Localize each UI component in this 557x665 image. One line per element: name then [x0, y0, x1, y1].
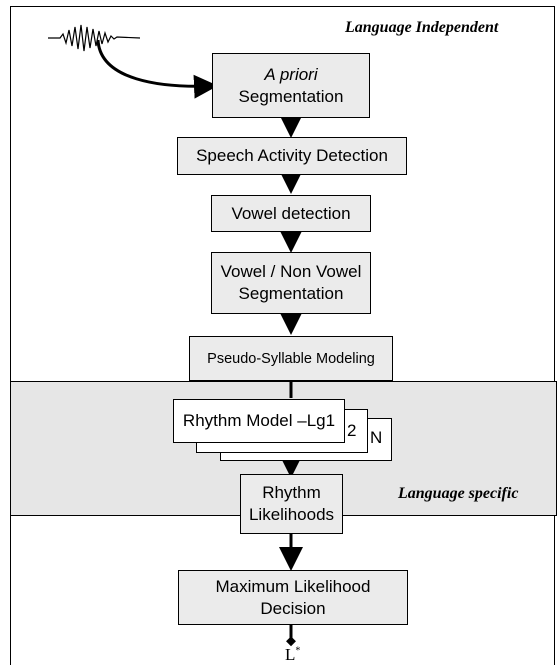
- pseudo-syllable-label: Pseudo-Syllable Modeling: [207, 350, 375, 367]
- output-superscript: *: [295, 645, 301, 657]
- pseudo-syllable-modeling-box: Pseudo-Syllable Modeling: [189, 336, 393, 381]
- output-language-label: L*: [285, 645, 300, 665]
- rhythm-model-lg1-box: Rhythm Model –Lg1: [173, 399, 345, 443]
- rhythm-model-label: Rhythm Model –Lg1: [182, 411, 336, 430]
- frame-left-line: [10, 6, 11, 665]
- frame-top-line: [10, 6, 555, 7]
- rhythm-model-2-label: 2: [347, 421, 357, 440]
- vowel-detection-label: Vowel detection: [231, 203, 351, 223]
- likelihoods-label-line1: Rhythm: [262, 483, 321, 502]
- vowel-nonvowel-segmentation-box: Vowel / Non Vowel Segmentation: [211, 252, 371, 314]
- vnv-label-line2: Segmentation: [238, 284, 344, 303]
- rhythm-model-n-label: N: [370, 428, 383, 447]
- sad-label: Speech Activity Detection: [196, 146, 388, 165]
- likelihoods-label-line2: Likelihoods: [248, 505, 335, 524]
- speech-waveform-icon: [48, 24, 218, 99]
- maximum-likelihood-decision-box: Maximum Likelihood Decision: [178, 570, 408, 625]
- speech-activity-detection-box: Speech Activity Detection: [177, 137, 407, 175]
- frame-right-line: [554, 6, 555, 665]
- ml-label-line1: Maximum Likelihood: [215, 576, 371, 596]
- ml-label-line2: Decision: [260, 598, 326, 618]
- a-priori-label: A priori: [264, 64, 318, 84]
- vowel-detection-box: Vowel detection: [211, 195, 371, 232]
- language-specific-label: Language specific: [398, 485, 519, 502]
- language-independent-label: Language Independent: [345, 19, 499, 36]
- segmentation-label: Segmentation: [238, 86, 344, 106]
- vnv-label-line1: Vowel / Non Vowel: [220, 262, 362, 281]
- a-priori-segmentation-box: A priori Segmentation: [212, 53, 370, 118]
- output-symbol: L: [285, 645, 296, 664]
- rhythm-likelihoods-box: Rhythm Likelihoods: [240, 474, 343, 534]
